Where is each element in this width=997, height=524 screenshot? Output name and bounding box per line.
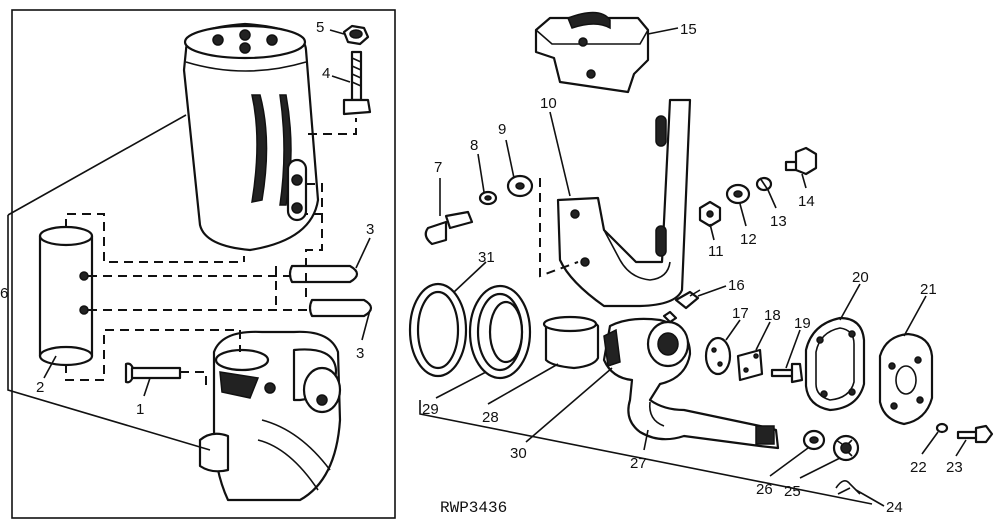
nut-11 (698, 200, 722, 228)
callout-22: 22 (910, 459, 927, 476)
bolt-7 (424, 210, 474, 246)
callout-31: 31 (478, 249, 495, 266)
callout-28: 28 (482, 409, 499, 426)
callout-17: 17 (732, 305, 749, 322)
leader-6-bottom (7, 300, 211, 451)
bushing-29 (468, 284, 532, 380)
bolt-23 (956, 424, 994, 444)
washer-26 (802, 429, 826, 451)
callout-25: 25 (784, 483, 801, 500)
callout-24: 24 (886, 499, 903, 516)
bolt-14 (784, 146, 818, 176)
leader-6-top (7, 114, 187, 216)
callout-13: 13 (770, 213, 787, 230)
nut-5 (342, 24, 370, 46)
callout-4: 4 (322, 65, 330, 82)
pin-1 (124, 362, 182, 384)
callout-20: 20 (852, 269, 869, 286)
callout-9: 9 (498, 121, 506, 138)
washer-9 (506, 174, 534, 198)
bolt-19 (770, 362, 804, 384)
callout-15: 15 (680, 21, 697, 38)
callout-21: 21 (920, 281, 937, 298)
plate-17 (704, 336, 732, 376)
callout-23: 23 (946, 459, 963, 476)
bracket-10 (556, 98, 692, 308)
washer-8 (478, 190, 498, 206)
lockwasher-13 (755, 176, 773, 192)
callout-labels: 1 2 3 3 4 5 6 7 8 9 10 11 12 13 14 15 16… (0, 19, 963, 516)
upper-housing (182, 22, 320, 252)
callout-8: 8 (470, 137, 478, 154)
fitting-16 (674, 289, 701, 310)
drawing-code: RWP3436 (440, 499, 507, 517)
pin-2 (38, 225, 94, 367)
callout-18: 18 (764, 307, 781, 324)
callout-7: 7 (434, 159, 442, 176)
lockplate-18 (736, 348, 764, 382)
seal-31 (408, 282, 468, 378)
leader-lines (43, 27, 967, 507)
pin-3-lower (308, 298, 373, 318)
callout-3b: 3 (356, 345, 364, 362)
callout-11: 11 (708, 243, 724, 260)
cover-21 (878, 332, 934, 426)
callout-27: 27 (630, 455, 647, 472)
gasket-20 (804, 316, 866, 412)
leader-27-group (419, 400, 873, 505)
castle-nut-25 (832, 434, 860, 462)
spindle-27 (602, 310, 780, 450)
callout-16: 16 (728, 277, 745, 294)
callout-26: 26 (756, 481, 773, 498)
bracket-15 (534, 11, 650, 94)
washer-22 (935, 422, 949, 434)
bolt-4 (342, 50, 372, 116)
callout-6: 6 (0, 285, 8, 302)
callout-29: 29 (422, 401, 439, 418)
cotter-pin-24 (835, 480, 861, 495)
callout-5: 5 (316, 19, 324, 36)
callout-3a: 3 (366, 221, 374, 238)
pin-3-upper (288, 264, 359, 284)
callout-12: 12 (740, 231, 757, 248)
callout-2: 2 (36, 379, 44, 396)
callout-1: 1 (136, 401, 144, 418)
washer-12 (725, 183, 751, 205)
callout-30: 30 (510, 445, 527, 462)
callout-19: 19 (794, 315, 811, 332)
callout-14: 14 (798, 193, 815, 210)
lower-housing (198, 330, 342, 502)
inset-frame (11, 9, 396, 519)
sleeve-28 (542, 315, 600, 370)
callout-10: 10 (540, 95, 557, 112)
